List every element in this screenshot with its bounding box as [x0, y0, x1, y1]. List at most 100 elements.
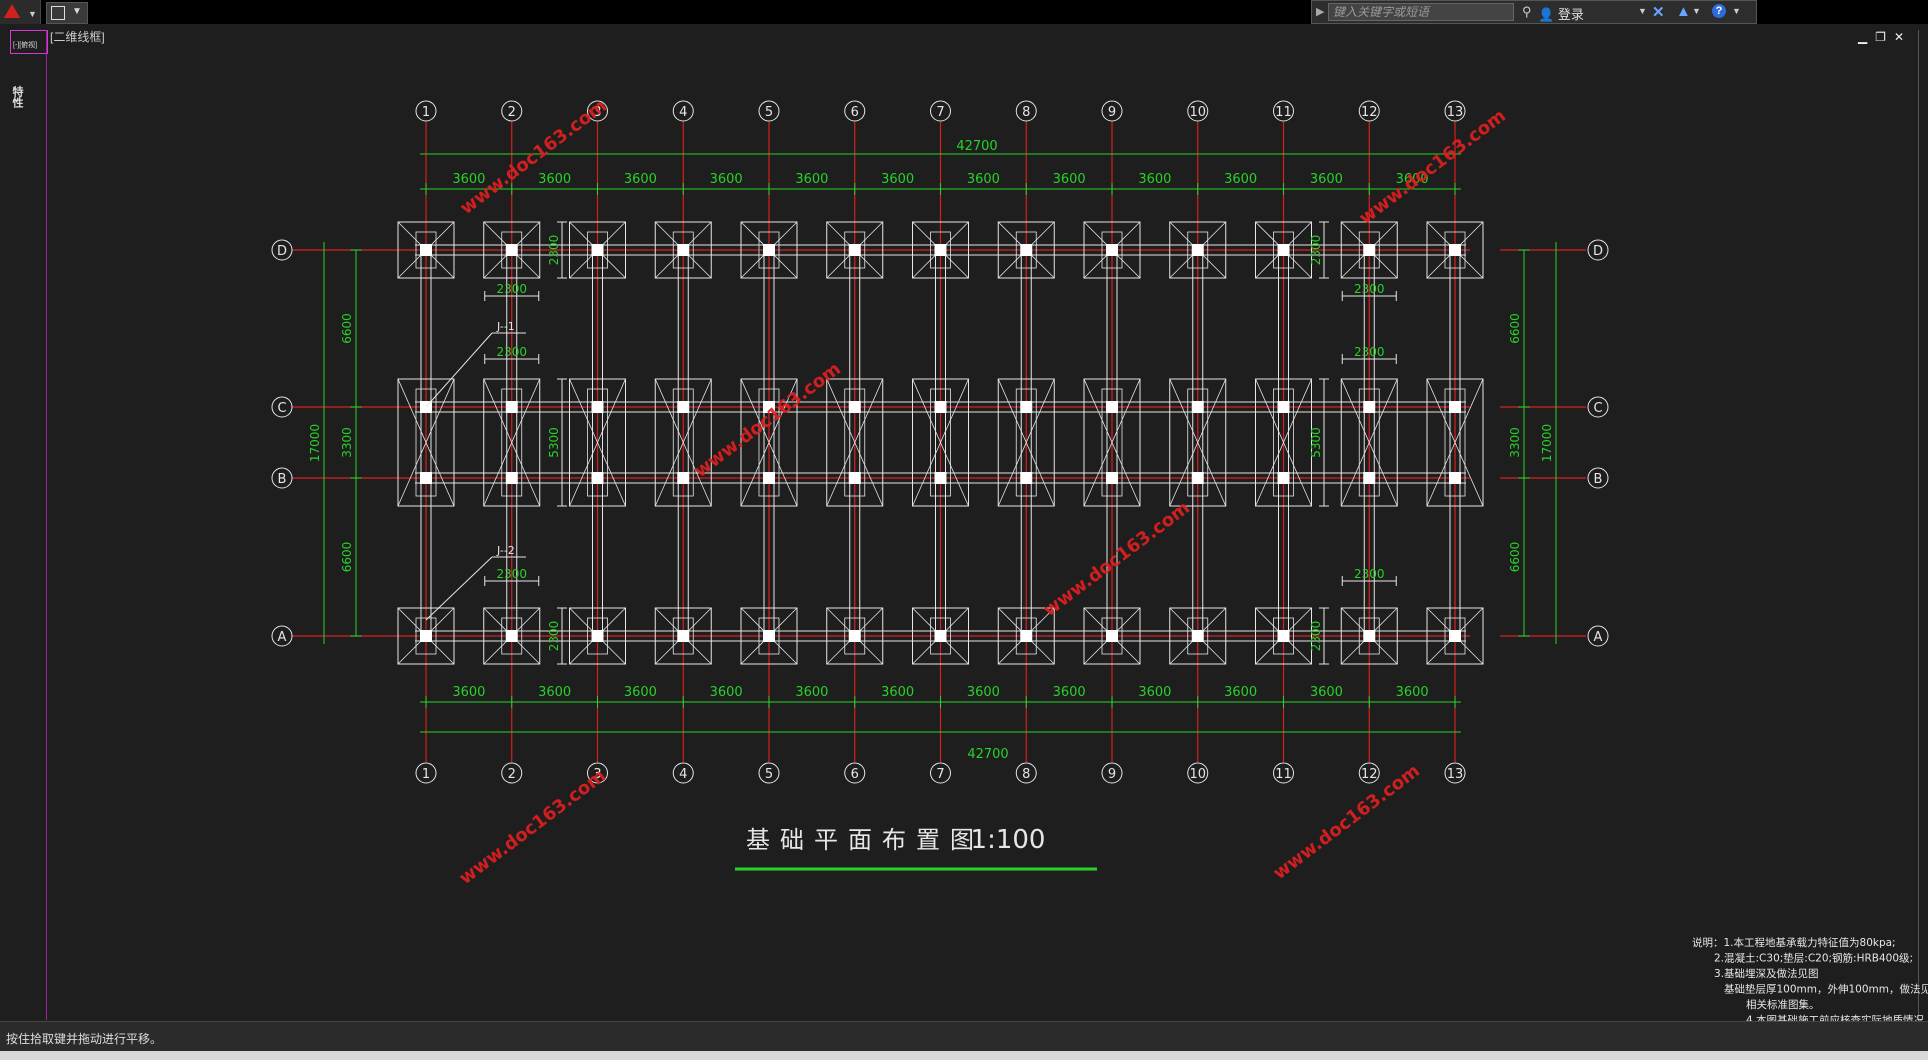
note-line: 2.混凝土:C30;垫层:C20;钢筋:HRB400级;	[1714, 952, 1913, 965]
column	[1277, 401, 1290, 413]
column	[763, 472, 775, 484]
footing-step	[1015, 231, 1037, 269]
axis-bubble-bottom-label: 7	[936, 767, 944, 782]
column	[1449, 401, 1461, 413]
application-menu-button[interactable]: ▼	[0, 0, 41, 24]
bottom-bay-dimension-label: 3600	[967, 685, 1000, 700]
column	[1363, 401, 1376, 413]
footing-outline	[1426, 607, 1484, 665]
axis-bubble-left-label: A	[278, 630, 287, 645]
footing-outline	[1340, 378, 1398, 507]
login-button[interactable]: 👤 登录	[1538, 7, 1584, 22]
axis-bubble-top-label: 7	[936, 105, 944, 120]
watermark-text: www.doc163.com	[1269, 760, 1424, 884]
column	[591, 630, 604, 642]
bottom-bay-dimension-label: 3600	[1396, 685, 1429, 700]
axis-bubble-top	[1444, 100, 1466, 122]
footing-outline	[483, 378, 541, 507]
axis-bubble-bottom-label: 2	[508, 767, 516, 782]
footing-outline	[1083, 607, 1141, 665]
footing-step	[1015, 617, 1037, 655]
footing-step	[415, 617, 437, 655]
axis-bubble-bottom-label: 6	[851, 767, 859, 782]
visual-style-control[interactable]: [二维线框]	[50, 30, 105, 44]
top-bay-dimension-label: 3600	[881, 172, 914, 187]
footing-step	[587, 231, 608, 269]
top-bay-dimension-label: 3600	[624, 172, 657, 187]
footing-step	[1358, 388, 1380, 497]
column	[1363, 472, 1376, 484]
axis-bubble-bottom	[672, 762, 694, 784]
viewcube[interactable]: [-][俯视]	[10, 30, 48, 54]
footing-step	[1187, 231, 1209, 269]
chevron-down-icon[interactable]: ▼	[1638, 6, 1647, 16]
restore-icon[interactable]: ❐	[1875, 30, 1894, 44]
exchange-apps-icon[interactable]: ✕	[1652, 4, 1665, 21]
footing-outline	[997, 607, 1055, 665]
top-bay-dimension-label: 3600	[452, 172, 485, 187]
axis-bubble-left-label: B	[278, 472, 287, 487]
column	[677, 630, 690, 642]
autodesk-a360-icon[interactable]: ▲	[1676, 3, 1691, 20]
axis-bubble-top-label: 5	[765, 105, 773, 120]
quick-access-toolbar[interactable]: ▼	[46, 2, 88, 24]
footing-step	[758, 617, 780, 655]
chevron-down-icon[interactable]: ▼	[1692, 6, 1701, 16]
footing-depth-label: 2300	[1309, 235, 1323, 266]
properties-palette-tab[interactable]: 特性	[11, 86, 23, 108]
drawing-window-controls[interactable]: ▁❐✕	[1858, 30, 1912, 44]
note-line: 基础垫层厚100mm，外伸100mm，做法见	[1724, 983, 1928, 996]
footing-step	[672, 617, 694, 655]
column	[1449, 630, 1461, 642]
watermark-text: www.doc163.com	[456, 95, 611, 219]
help-icon[interactable]: ?	[1712, 4, 1726, 18]
chevron-down-icon[interactable]: ▼	[1732, 6, 1741, 16]
axis-bubble-left	[271, 467, 293, 489]
axis-bubble-right-label: D	[1593, 244, 1603, 259]
column	[420, 630, 432, 642]
binoculars-search-icon[interactable]: ⚲	[1522, 4, 1532, 19]
column	[1020, 401, 1033, 413]
footing-outline	[1340, 607, 1398, 665]
axis-bubble-bottom	[844, 762, 866, 784]
collapse-arrow-icon[interactable]: ▶	[1316, 6, 1325, 18]
footing-step	[930, 617, 951, 655]
column	[848, 244, 861, 256]
axis-bubble-right	[1587, 467, 1609, 489]
command-prompt-text: 按住拾取键并拖动进行平移。	[6, 1032, 163, 1046]
footing-step	[1273, 617, 1294, 655]
column	[1277, 630, 1290, 642]
minimize-icon[interactable]: ▁	[1857, 30, 1876, 44]
axis-bubble-bottom	[1358, 762, 1380, 784]
footing-diagonal	[1426, 378, 1484, 507]
column	[1106, 472, 1118, 484]
footing-outline	[997, 221, 1055, 279]
login-label: 登录	[1557, 7, 1584, 22]
close-icon[interactable]: ✕	[1893, 30, 1912, 44]
top-bay-dimension-label: 3600	[1396, 172, 1429, 187]
axis-bubble-top	[1358, 100, 1380, 122]
footing-width-label: 2300	[496, 345, 527, 359]
column	[1191, 244, 1204, 256]
section-mark-label: J--2	[496, 544, 515, 557]
column	[591, 401, 604, 413]
axis-bubble-bottom-label: 4	[679, 767, 687, 782]
column	[420, 472, 432, 484]
axis-bubble-bottom-label: 3	[593, 767, 601, 782]
footing-outline	[654, 607, 712, 665]
command-line[interactable]: 按住拾取键并拖动进行平移。	[0, 1021, 1928, 1052]
column	[934, 244, 947, 256]
column	[763, 401, 775, 413]
bottom-bay-dimension-label: 3600	[1310, 685, 1343, 700]
axis-bubble-top	[1187, 100, 1209, 122]
bottom-total-dimension: 42700	[967, 747, 1008, 762]
axis-bubble-top-label: 1	[422, 105, 430, 120]
infocenter-bar: ▶ ⚲ 👤 登录 ▼ ✕ ▲ ▼ ? ▼	[1311, 0, 1757, 24]
search-input[interactable]	[1328, 3, 1514, 21]
column	[1020, 630, 1033, 642]
footing-outline	[1426, 378, 1484, 507]
footing-outline	[1255, 221, 1312, 279]
axis-bubble-top	[758, 100, 780, 122]
axis-bubble-top	[1015, 100, 1037, 122]
